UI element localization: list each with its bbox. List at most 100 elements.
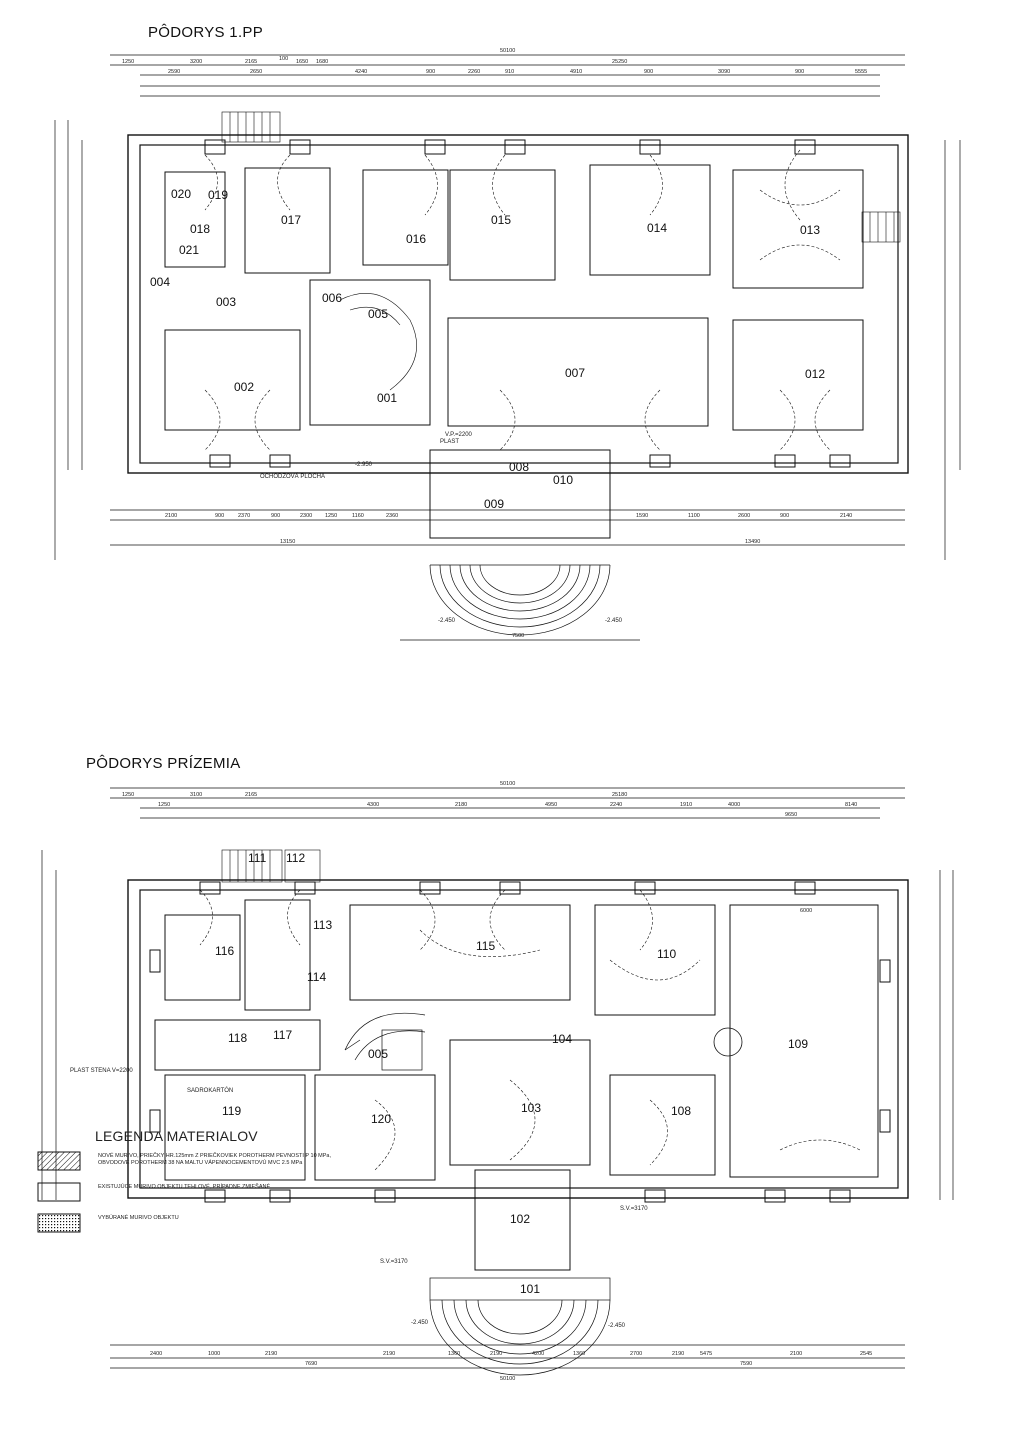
svg-text:6000: 6000 [800, 908, 812, 914]
svg-text:2370: 2370 [238, 513, 250, 519]
room-label: 021 [179, 243, 199, 257]
ground-plan [41, 787, 954, 1376]
basement-dimension-labels: 50100 25250 1250 3200 2165 1650 1680 100… [122, 48, 867, 639]
svg-text:3100: 3100 [190, 792, 202, 798]
ground-outer-wall [127, 879, 909, 1199]
svg-text:2100: 2100 [790, 1351, 802, 1357]
svg-text:9650: 9650 [785, 812, 797, 818]
svg-text:2650: 2650 [250, 69, 262, 75]
svg-text:900: 900 [426, 69, 435, 75]
svg-text:50100: 50100 [500, 48, 515, 54]
room-label: 005 [368, 307, 388, 321]
svg-text:13150: 13150 [280, 539, 295, 545]
basement-entrance-steps [429, 564, 611, 636]
room-label: 102 [510, 1212, 530, 1226]
svg-text:1250: 1250 [122, 59, 134, 65]
room-label: 004 [150, 275, 170, 289]
legend-swatches [37, 1151, 81, 1233]
svg-text:2100: 2100 [165, 513, 177, 519]
ground-dimension-lines-left [41, 850, 954, 1200]
svg-text:900: 900 [271, 513, 280, 519]
basement-plan [54, 54, 961, 641]
svg-text:-2.450: -2.450 [608, 1323, 626, 1329]
room-label: 005 [368, 1047, 388, 1061]
sheet-title-basement: PÔDORYS 1.PP [148, 24, 264, 41]
svg-text:1910: 1910 [680, 802, 692, 808]
room-label: 110 [657, 947, 676, 961]
room-label: 019 [208, 188, 228, 202]
svg-text:2190: 2190 [672, 1351, 684, 1357]
svg-text:4950: 4950 [545, 802, 557, 808]
legend-text-new-masonry: NOVÉ MURIVO, PRIEČKY HR.125mm Z PRIEČKOV… [98, 1153, 331, 1166]
basement-annotations: V.P.=2200 PLAST OCHODZOVÁ PLOCHA -2.450 … [260, 432, 623, 624]
svg-text:25180: 25180 [612, 792, 627, 798]
room-label: 020 [171, 187, 191, 201]
ground-entrance-steps [429, 1277, 611, 1376]
svg-text:2600: 2600 [738, 513, 750, 519]
svg-text:PLAST: PLAST [440, 439, 459, 445]
svg-text:2190: 2190 [265, 1351, 277, 1357]
svg-text:100: 100 [279, 56, 288, 62]
svg-text:2165: 2165 [245, 792, 257, 798]
svg-text:3200: 3200 [190, 59, 202, 65]
basement-dimension-lines-left [54, 120, 961, 560]
sheet-title-ground: PÔDORYS PRÍZEMIA [86, 755, 241, 772]
svg-text:5555: 5555 [855, 69, 867, 75]
room-label: 015 [491, 213, 511, 227]
svg-text:4240: 4240 [355, 69, 367, 75]
svg-text:PLAST STENA V=2200: PLAST STENA V=2200 [70, 1068, 133, 1074]
room-label: 013 [800, 223, 820, 237]
room-label: 120 [371, 1112, 391, 1126]
room-label: 017 [281, 213, 301, 227]
legend-text-existing-masonry: EXISTUJÚCE MURIVO OBJEKTU TEHLOVÉ, PRÍPA… [98, 1184, 271, 1190]
svg-text:1590: 1590 [636, 513, 648, 519]
ground-inner-wall [139, 889, 899, 1189]
basement-dimension-lines-top [110, 54, 905, 97]
room-label: 112 [286, 851, 305, 865]
ground-stair-top [221, 849, 321, 883]
svg-text:-2.450: -2.450 [605, 618, 623, 624]
svg-text:900: 900 [644, 69, 653, 75]
room-label: 009 [484, 497, 504, 511]
svg-text:13490: 13490 [745, 539, 760, 545]
svg-text:4200: 4200 [532, 1351, 544, 1357]
svg-text:7500: 7500 [512, 633, 524, 639]
room-label: 118 [228, 1031, 247, 1045]
svg-text:25250: 25250 [612, 59, 627, 65]
room-label: 113 [313, 918, 332, 932]
basement-dimension-lines-bottom [110, 509, 905, 641]
svg-text:1680: 1680 [316, 59, 328, 65]
basement-outer-wall [127, 134, 909, 474]
svg-text:7590: 7590 [740, 1361, 752, 1367]
svg-text:S.V.=3170: S.V.=3170 [620, 1206, 648, 1212]
basement-spiral-stair [339, 293, 417, 391]
ground-room-labels: 101 102 103 104 108 109 110 111 112 113 … [215, 851, 808, 1296]
svg-text:1160: 1160 [352, 513, 364, 519]
svg-text:1360: 1360 [573, 1351, 585, 1357]
room-label: 014 [647, 221, 667, 235]
room-label: 108 [671, 1104, 691, 1118]
room-label: 119 [222, 1104, 241, 1118]
svg-text:2180: 2180 [455, 802, 467, 808]
svg-text:2190: 2190 [383, 1351, 395, 1357]
room-label: 001 [377, 391, 397, 405]
svg-text:1100: 1100 [688, 513, 700, 519]
svg-text:1000: 1000 [208, 1351, 220, 1357]
room-label: 103 [521, 1101, 541, 1115]
svg-text:900: 900 [795, 69, 804, 75]
svg-text:2700: 2700 [630, 1351, 642, 1357]
svg-text:2400: 2400 [150, 1351, 162, 1357]
svg-text:1250: 1250 [158, 802, 170, 808]
room-label: 117 [273, 1028, 292, 1042]
svg-text:2190: 2190 [490, 1351, 502, 1357]
basement-stair-top [221, 111, 281, 143]
basement-side-stair [861, 211, 901, 243]
svg-text:S.V.=3170: S.V.=3170 [380, 1259, 408, 1265]
room-label: 003 [216, 295, 236, 309]
room-label: 116 [215, 944, 234, 958]
svg-text:SADROKARTÓN: SADROKARTÓN [187, 1087, 233, 1094]
ground-dimension-lines-top [110, 787, 905, 819]
svg-text:1650: 1650 [296, 59, 308, 65]
room-label: 114 [307, 970, 326, 984]
